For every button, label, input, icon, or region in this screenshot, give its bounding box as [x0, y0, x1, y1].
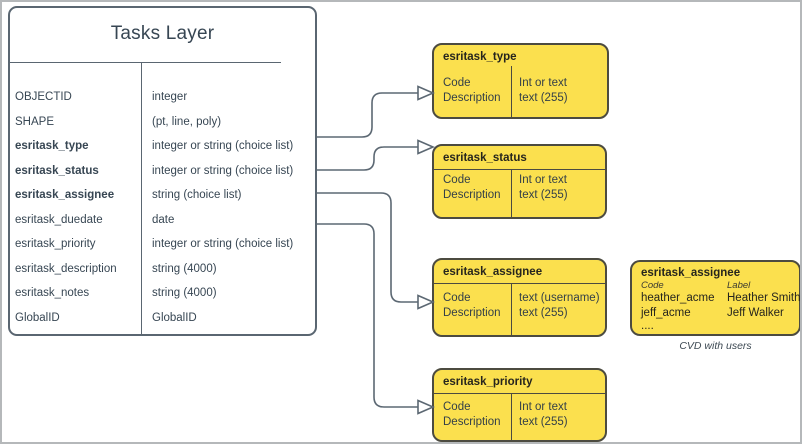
- cell: Code: [443, 292, 471, 304]
- cell: Description: [443, 189, 501, 201]
- choice-list-esritask-assignee: esritask_assignee Code Description text …: [432, 258, 607, 337]
- cell: text (255): [519, 92, 568, 104]
- title-divider: [10, 62, 281, 63]
- field-type: integer or string (choice list): [152, 238, 294, 251]
- cvd-label: Jeff Walker: [727, 306, 784, 319]
- cell: text (255): [519, 307, 568, 319]
- cvd-caption: CVD with users: [679, 340, 752, 352]
- cell: Code: [443, 77, 471, 89]
- choice-list-title: esritask_priority: [434, 370, 605, 394]
- field-row-shape: SHAPE (pt, line, poly): [10, 110, 315, 135]
- cvd-code: heather_acme: [641, 292, 715, 304]
- field-row-esritask-type: esritask_type integer or string (choice …: [10, 134, 315, 159]
- field-name: esritask_duedate: [15, 213, 103, 226]
- connector-esritask-priority: [317, 223, 418, 408]
- cvd-header-code: Code: [641, 280, 664, 291]
- arrowhead-icon: [417, 294, 436, 310]
- cell: Int or text: [519, 401, 567, 413]
- cell: Code: [443, 401, 471, 413]
- cell: text (255): [519, 416, 568, 428]
- choice-list-right-column: text (username) text (255): [512, 284, 605, 335]
- choice-list-body: Code Description Int or text text (255): [434, 394, 605, 440]
- cell: text (255): [519, 189, 568, 201]
- field-row-esritask-assignee: esritask_assignee string (choice list): [10, 183, 315, 208]
- cvd-header-label: Label: [727, 280, 751, 291]
- field-name: SHAPE: [15, 115, 54, 128]
- choice-list-body: Code Description Int or text text (255): [434, 170, 605, 217]
- choice-list-body: Code Description Int or text text (255): [434, 66, 607, 117]
- field-type: date: [152, 213, 175, 226]
- field-row-objectid: OBJECTID integer: [10, 85, 315, 110]
- field-name: esritask_status: [15, 164, 99, 177]
- field-name: GlobalID: [15, 311, 60, 324]
- field-row-esritask-duedate: esritask_duedate date: [10, 208, 315, 233]
- arrowhead-icon: [417, 399, 436, 415]
- field-row-esritask-notes: esritask_notes string (4000): [10, 281, 315, 306]
- choice-list-left-column: Code Description: [434, 394, 512, 440]
- field-name: esritask_assignee: [15, 189, 115, 202]
- field-name: esritask_notes: [15, 287, 90, 300]
- arrowhead-icon: [417, 85, 436, 101]
- choice-list-esritask-priority: esritask_priority Code Description Int o…: [432, 368, 607, 442]
- field-name: OBJECTID: [15, 91, 72, 104]
- field-type: (pt, line, poly): [152, 115, 222, 128]
- choice-list-right-column: Int or text text (255): [512, 66, 607, 117]
- entity-title: Tasks Layer: [110, 23, 215, 44]
- choice-list-right-column: Int or text text (255): [512, 394, 605, 440]
- field-row-esritask-status: esritask_status integer or string (choic…: [10, 159, 315, 184]
- field-list: OBJECTID integer SHAPE (pt, line, poly) …: [10, 85, 315, 330]
- choice-list-left-column: Code Description: [434, 284, 512, 335]
- cell: Code: [443, 174, 471, 186]
- field-type: string (4000): [152, 262, 217, 275]
- field-type: string (choice list): [152, 189, 242, 202]
- cvd-row: heather_acme Heather Smith: [641, 291, 800, 306]
- field-type: GlobalID: [152, 311, 197, 324]
- tasks-layer-entity: Tasks Layer OBJECTID integer SHAPE (pt, …: [8, 6, 317, 336]
- cvd-example-box: esritask_assignee Code Label heather_acm…: [630, 260, 800, 336]
- cell: Description: [443, 307, 501, 319]
- choice-list-left-column: Code Description: [434, 170, 512, 217]
- field-name: esritask_description: [15, 262, 117, 275]
- cell: Description: [443, 416, 501, 428]
- cvd-column-headers: Code Label: [641, 280, 793, 291]
- cell: text (username): [519, 292, 600, 304]
- cell: Description: [443, 92, 501, 104]
- cvd-code: jeff_acme: [641, 306, 691, 319]
- choice-list-title: esritask_assignee: [434, 260, 605, 284]
- choice-list-right-column: Int or text text (255): [512, 170, 605, 217]
- cell: Int or text: [519, 174, 567, 186]
- cvd-label: Heather Smith: [727, 292, 801, 304]
- field-name: esritask_type: [15, 140, 89, 153]
- field-type: string (4000): [152, 287, 217, 300]
- field-type: integer: [152, 91, 188, 104]
- column-divider: [141, 62, 142, 334]
- field-type: integer or string (choice list): [152, 164, 294, 177]
- field-row-esritask-priority: esritask_priority integer or string (cho…: [10, 232, 315, 257]
- field-type: integer or string (choice list): [152, 140, 294, 153]
- cell: Int or text: [519, 77, 567, 89]
- choice-list-title: esritask_status: [434, 146, 605, 170]
- field-name: esritask_priority: [15, 238, 96, 251]
- cvd-row: jeff_acme Jeff Walker: [641, 306, 793, 321]
- choice-list-left-column: Code Description: [434, 66, 512, 117]
- connector-esritask-status: [317, 146, 418, 171]
- choice-list-body: Code Description text (username) text (2…: [434, 284, 605, 335]
- cvd-ellipsis: ....: [641, 320, 654, 332]
- cvd-title: esritask_assignee: [641, 267, 741, 279]
- field-row-globalid: GlobalID GlobalID: [10, 306, 315, 331]
- connector-esritask-type: [317, 92, 418, 138]
- arrowhead-icon: [417, 139, 436, 155]
- connector-esritask-assignee: [317, 192, 418, 303]
- choice-list-esritask-type: esritask_type Code Description Int or te…: [432, 43, 609, 119]
- field-row-esritask-description: esritask_description string (4000): [10, 257, 315, 282]
- choice-list-esritask-status: esritask_status Code Description Int or …: [432, 144, 607, 219]
- choice-list-title: esritask_type: [443, 51, 517, 63]
